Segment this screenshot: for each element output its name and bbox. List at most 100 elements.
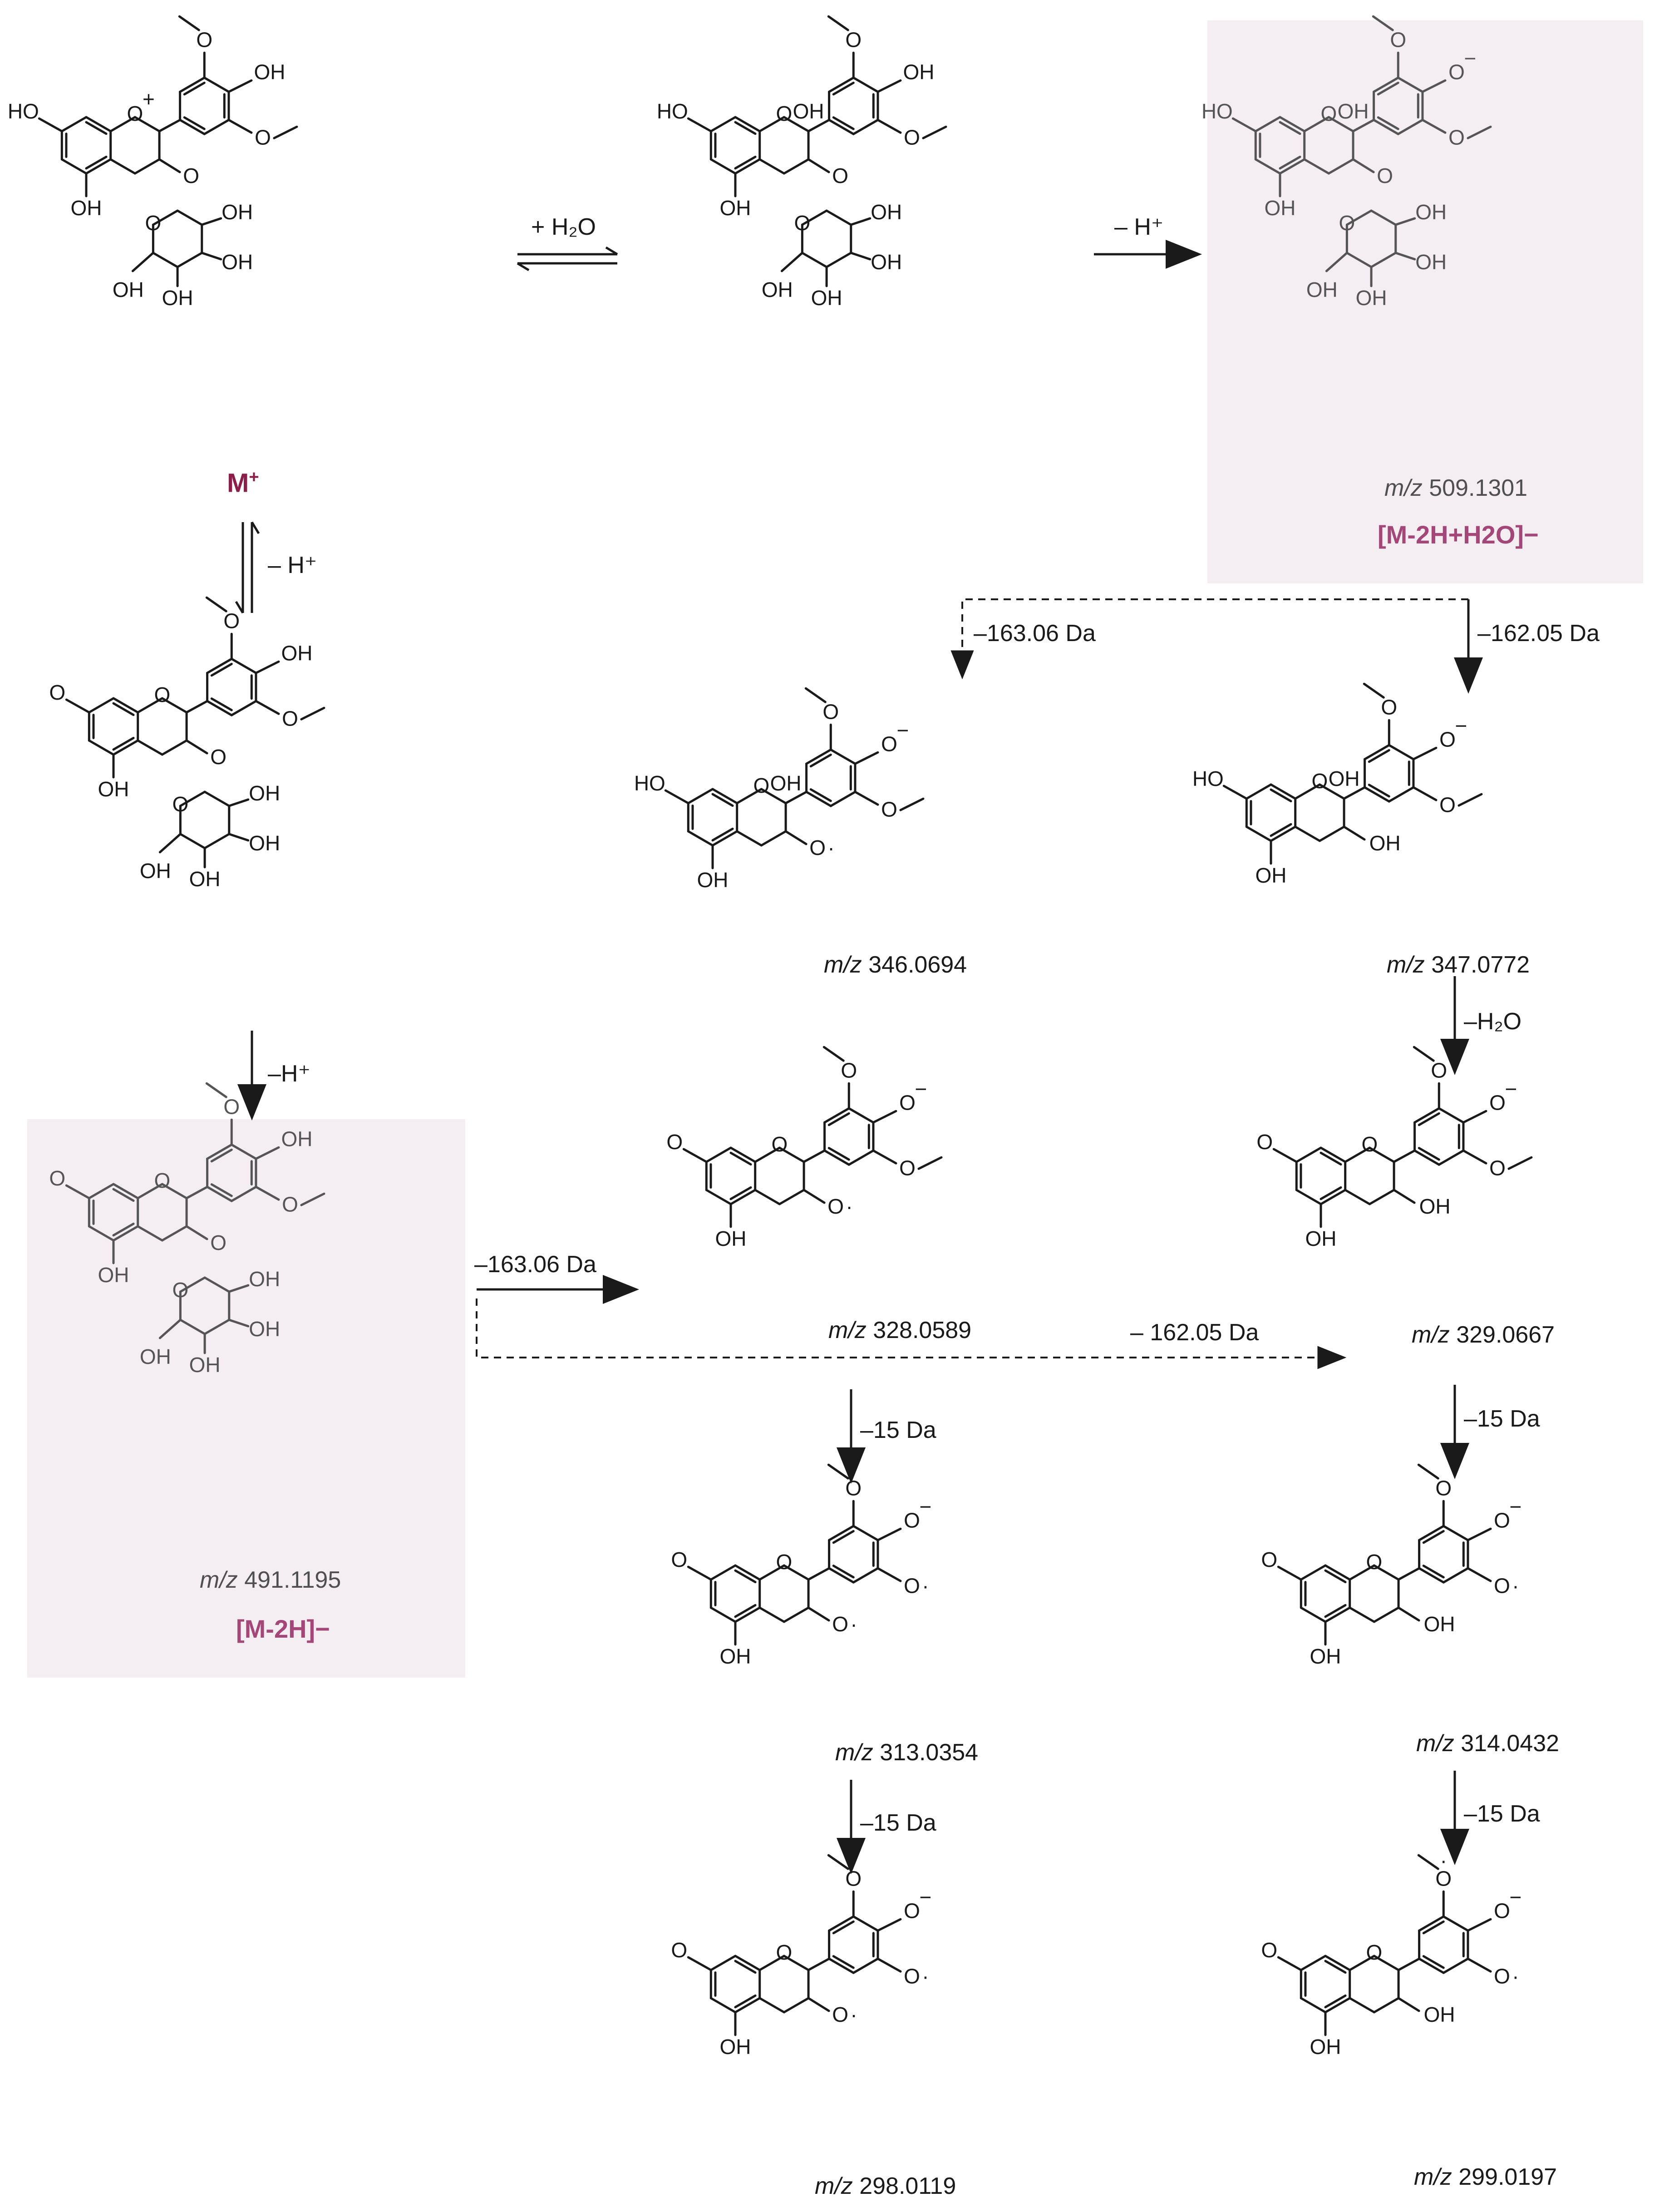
ring-bond — [778, 1146, 805, 1163]
ring-bond — [1388, 786, 1415, 803]
double-bond — [832, 1530, 855, 1544]
c3-bond — [158, 158, 181, 173]
oxide-label: O — [1489, 1091, 1506, 1114]
double-bond — [210, 697, 233, 711]
ring-oxygen-label: O — [753, 774, 769, 797]
sugar-bond — [228, 798, 250, 807]
double-bond — [1422, 1920, 1445, 1935]
double-bond — [1324, 1960, 1347, 1974]
c7-bond — [664, 789, 689, 805]
ring-bond — [758, 1606, 785, 1623]
glycosidic-oxygen: O — [210, 1231, 226, 1254]
ring-bond — [852, 1567, 879, 1584]
mz-label-509: m/z 509.1301 — [1384, 474, 1527, 502]
double-bond — [832, 1920, 855, 1935]
methyl-bond — [822, 1046, 845, 1062]
double-bond — [827, 1147, 850, 1161]
mz-prefix: m/z — [824, 952, 862, 978]
step-label-deprot-top: – H⁺ — [1114, 214, 1164, 240]
biaryl-bond — [807, 1957, 831, 1971]
highlight-box-509 — [1207, 20, 1643, 583]
ring-bond — [179, 833, 206, 849]
hemiketal-hydroxyl: OH — [793, 99, 824, 123]
step-label-deprot-left1: – H⁺ — [268, 552, 317, 578]
para-bond — [876, 1527, 902, 1541]
ring-bond — [206, 1185, 233, 1202]
biaryl-bond — [1343, 786, 1366, 800]
ring-bond — [711, 788, 739, 805]
ring-bond — [1442, 1525, 1469, 1541]
ring-bond — [230, 657, 257, 674]
double-bond — [112, 736, 135, 751]
oxide-charge: − — [1505, 1077, 1517, 1101]
oxide-charge: − — [1464, 46, 1477, 70]
double-bond — [734, 155, 757, 170]
double-bond — [1320, 1186, 1342, 1200]
methoxy-oxygen: O — [223, 609, 240, 632]
hydroxyl-label: OH — [254, 60, 285, 84]
c7-bond — [65, 698, 90, 714]
hydroxyl-label: OH — [249, 1317, 280, 1341]
radical-dot: · — [922, 1574, 929, 1597]
hydroxyl-label: OH — [715, 1227, 747, 1250]
methoxy-oxygen: O — [845, 28, 862, 51]
double-bond — [734, 1960, 757, 1974]
ring-bond — [179, 118, 206, 135]
double-bond — [1368, 784, 1390, 798]
ring-bond — [1418, 1957, 1445, 1974]
para-bond — [1421, 79, 1447, 93]
double-bond — [85, 155, 108, 170]
biaryl-bond — [185, 700, 209, 714]
keto-oxygen: O — [49, 681, 65, 704]
hydroxyl-label: HO — [634, 771, 665, 795]
ring-bond — [687, 788, 714, 805]
sugar-bond — [228, 1318, 250, 1328]
ring-bond — [1397, 76, 1424, 93]
sugar-bond — [131, 252, 154, 272]
double-bond — [112, 1222, 135, 1237]
double-bond — [1377, 116, 1399, 130]
ring-oxygen-label: O — [1311, 769, 1328, 793]
ring-bond — [1349, 1606, 1375, 1623]
ring-bond — [1300, 1564, 1327, 1581]
ring-bond — [1373, 118, 1399, 135]
ring-bond — [112, 739, 139, 756]
meta-bond — [872, 1149, 897, 1165]
ring-bond — [1245, 783, 1272, 800]
hydroxyl-label: OH — [1419, 1195, 1451, 1218]
hydroxyl-label: OH — [903, 60, 934, 84]
ring-bond — [1370, 252, 1397, 268]
methyl-bond — [1372, 15, 1394, 31]
hydroxyl-label: OH — [697, 868, 729, 892]
ring-bond — [754, 1189, 781, 1205]
oxide-label: O — [832, 2003, 848, 2026]
c7-bond — [1277, 1565, 1302, 1581]
ring-bond — [179, 1318, 206, 1335]
ring-bond — [203, 118, 230, 135]
ring-bond — [1254, 116, 1281, 133]
ring-oxygen-label: O — [776, 1550, 792, 1574]
c3-bond — [803, 1189, 826, 1204]
hydroxyl-label: HO — [1201, 99, 1233, 123]
ring-bond — [1254, 158, 1281, 175]
ring-bond — [1413, 1107, 1440, 1124]
double-bond — [1422, 1955, 1445, 1969]
keto-oxygen: O — [1261, 1548, 1277, 1571]
ring-bond — [1294, 825, 1321, 842]
c3-bond — [807, 1606, 830, 1622]
mz-value: 299.0197 — [1458, 2164, 1557, 2190]
ring-bond — [828, 76, 855, 93]
methoxy-oxygen: O — [1435, 1476, 1452, 1500]
ring-bond — [1327, 158, 1354, 175]
methyl-bond — [1363, 682, 1385, 699]
meta-bond — [255, 700, 280, 715]
oxide-label: O — [904, 1964, 920, 1988]
methoxy-oxygen: O — [822, 700, 839, 723]
mz-label-328: m/z 328.0589 — [828, 1317, 971, 1344]
ring-bond — [1294, 783, 1321, 800]
double-bond — [1418, 1147, 1440, 1161]
ring-bond — [203, 833, 231, 849]
